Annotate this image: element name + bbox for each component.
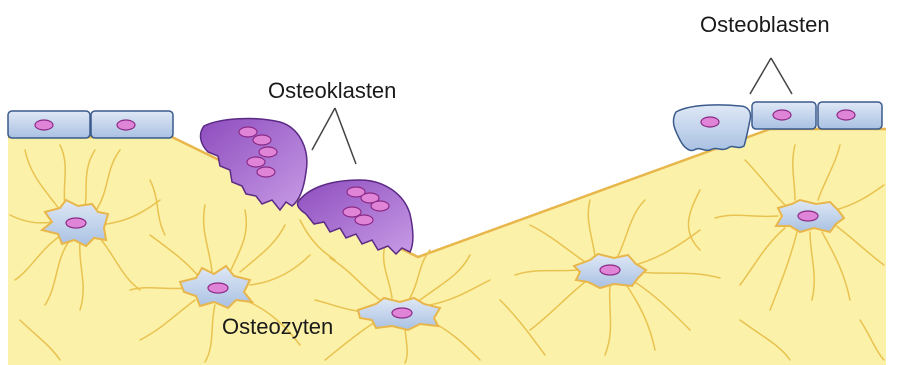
osteoclasts-label: Osteoklasten [268,78,396,103]
lining-cell-2 [91,111,173,138]
lining-cell-1 [8,111,90,138]
osteocytes-label: Osteozyten [222,314,333,339]
osteoclast-pointer [312,108,356,164]
osteoblast-irregular [673,105,750,151]
osteoblast-pointer [750,58,792,94]
osteoblasts-label: Osteoblasten [700,12,830,37]
osteoblast-2 [818,102,882,129]
osteoblast-1 [752,102,816,129]
